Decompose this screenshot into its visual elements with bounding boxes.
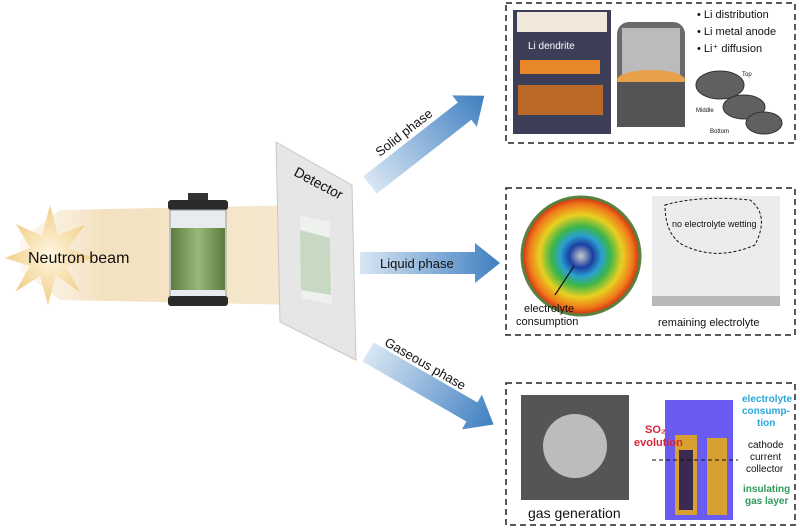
cathode-label: cathode: [748, 440, 784, 451]
liquid-phase-panel: electrolyte consumption no electrolyte w…: [505, 187, 796, 336]
li-dendrite-label: Li dendrite: [528, 41, 575, 52]
cell-radiograph: [652, 196, 780, 306]
cathode-label-3: collector: [746, 464, 784, 475]
electrolyte-label-3: tion: [757, 418, 775, 429]
so2-label: SO₂: [645, 424, 666, 436]
gas-generation-label: gas generation: [528, 505, 621, 521]
bullet-li-metal-anode: • Li metal anode: [697, 26, 776, 38]
solid-phase-arrow: Solid phase: [363, 95, 485, 194]
liquid-phase-arrow: Liquid phase: [360, 243, 500, 283]
slice-top-label: Top: [742, 72, 752, 78]
remaining-electrolyte-label: remaining electrolyte: [658, 317, 760, 329]
liquid-phase-label: Liquid phase: [380, 256, 454, 271]
cathode-label-2: current: [750, 452, 781, 463]
bullet-li-distribution: • Li distribution: [697, 9, 769, 21]
electrolyte-distribution-disc: [520, 195, 642, 317]
cell-cutaway-image: [617, 22, 685, 127]
insulating-label-2: gas layer: [745, 496, 788, 507]
bullet-li-diffusion: • Li⁺ diffusion: [697, 43, 762, 55]
slice-middle-label: Middle: [696, 108, 714, 114]
electrolyte-label: electrolyte: [742, 394, 792, 405]
battery-icon: [168, 193, 228, 306]
slices-image: [695, 70, 783, 135]
neutron-beam-label: Neutron beam: [28, 250, 129, 267]
insulating-label: insulating: [743, 484, 790, 495]
no-wetting-label: no electrolyte wetting: [672, 219, 757, 229]
electrolyte-consumption-label: electrolyte: [524, 303, 574, 315]
slice-bottom-label: Bottom: [710, 129, 729, 135]
electrolyte-label-2: consump-: [742, 406, 790, 417]
neutron-beam: [20, 205, 300, 305]
so2-evolution-label: evolution: [634, 437, 683, 449]
neutron-source-star-icon: [5, 205, 95, 305]
electrolyte-consumption-label-2: consumption: [516, 316, 578, 328]
solid-phase-panel: Li dendrite • Li distribution • Li metal…: [505, 2, 796, 144]
gaseous-phase-panel: gas generation SO₂ evolution electrolyte…: [505, 382, 796, 526]
gaseous-phase-arrow: Gaseous phase: [362, 334, 494, 430]
